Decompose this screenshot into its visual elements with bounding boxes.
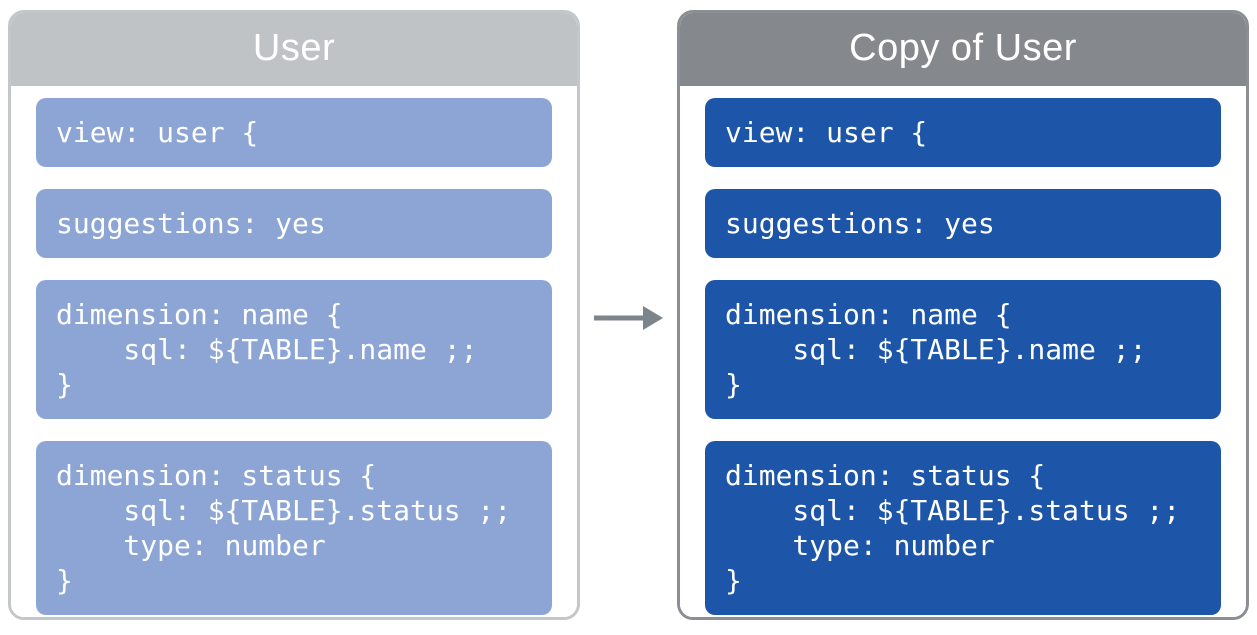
panel-user-header: User bbox=[11, 13, 577, 86]
panel-copy-of-user-title: Copy of User bbox=[849, 26, 1077, 69]
code-block-dimension-name-copy: dimension: name { sql: ${TABLE}.name ;; … bbox=[705, 280, 1221, 419]
panel-user-title: User bbox=[252, 26, 336, 69]
code-block-suggestions-copy: suggestions: yes bbox=[705, 189, 1221, 258]
panel-user: User view: user { suggestions: yes dimen… bbox=[8, 10, 580, 620]
code-block-view-user: view: user { bbox=[36, 98, 552, 167]
panel-user-body: view: user { suggestions: yes dimension:… bbox=[11, 86, 577, 617]
copy-arrow bbox=[580, 10, 677, 625]
code-block-dimension-name: dimension: name { sql: ${TABLE}.name ;; … bbox=[36, 280, 552, 419]
code-block-view-user-copy: view: user { bbox=[705, 98, 1221, 167]
panel-copy-of-user: Copy of User view: user { suggestions: y… bbox=[677, 10, 1249, 620]
code-block-dimension-status: dimension: status { sql: ${TABLE}.status… bbox=[36, 441, 552, 615]
right-arrow-icon bbox=[593, 305, 663, 330]
code-block-suggestions: suggestions: yes bbox=[36, 189, 552, 258]
panel-copy-of-user-header: Copy of User bbox=[680, 13, 1246, 86]
code-block-dimension-status-copy: dimension: status { sql: ${TABLE}.status… bbox=[705, 441, 1221, 615]
panel-copy-of-user-body: view: user { suggestions: yes dimension:… bbox=[680, 86, 1246, 617]
